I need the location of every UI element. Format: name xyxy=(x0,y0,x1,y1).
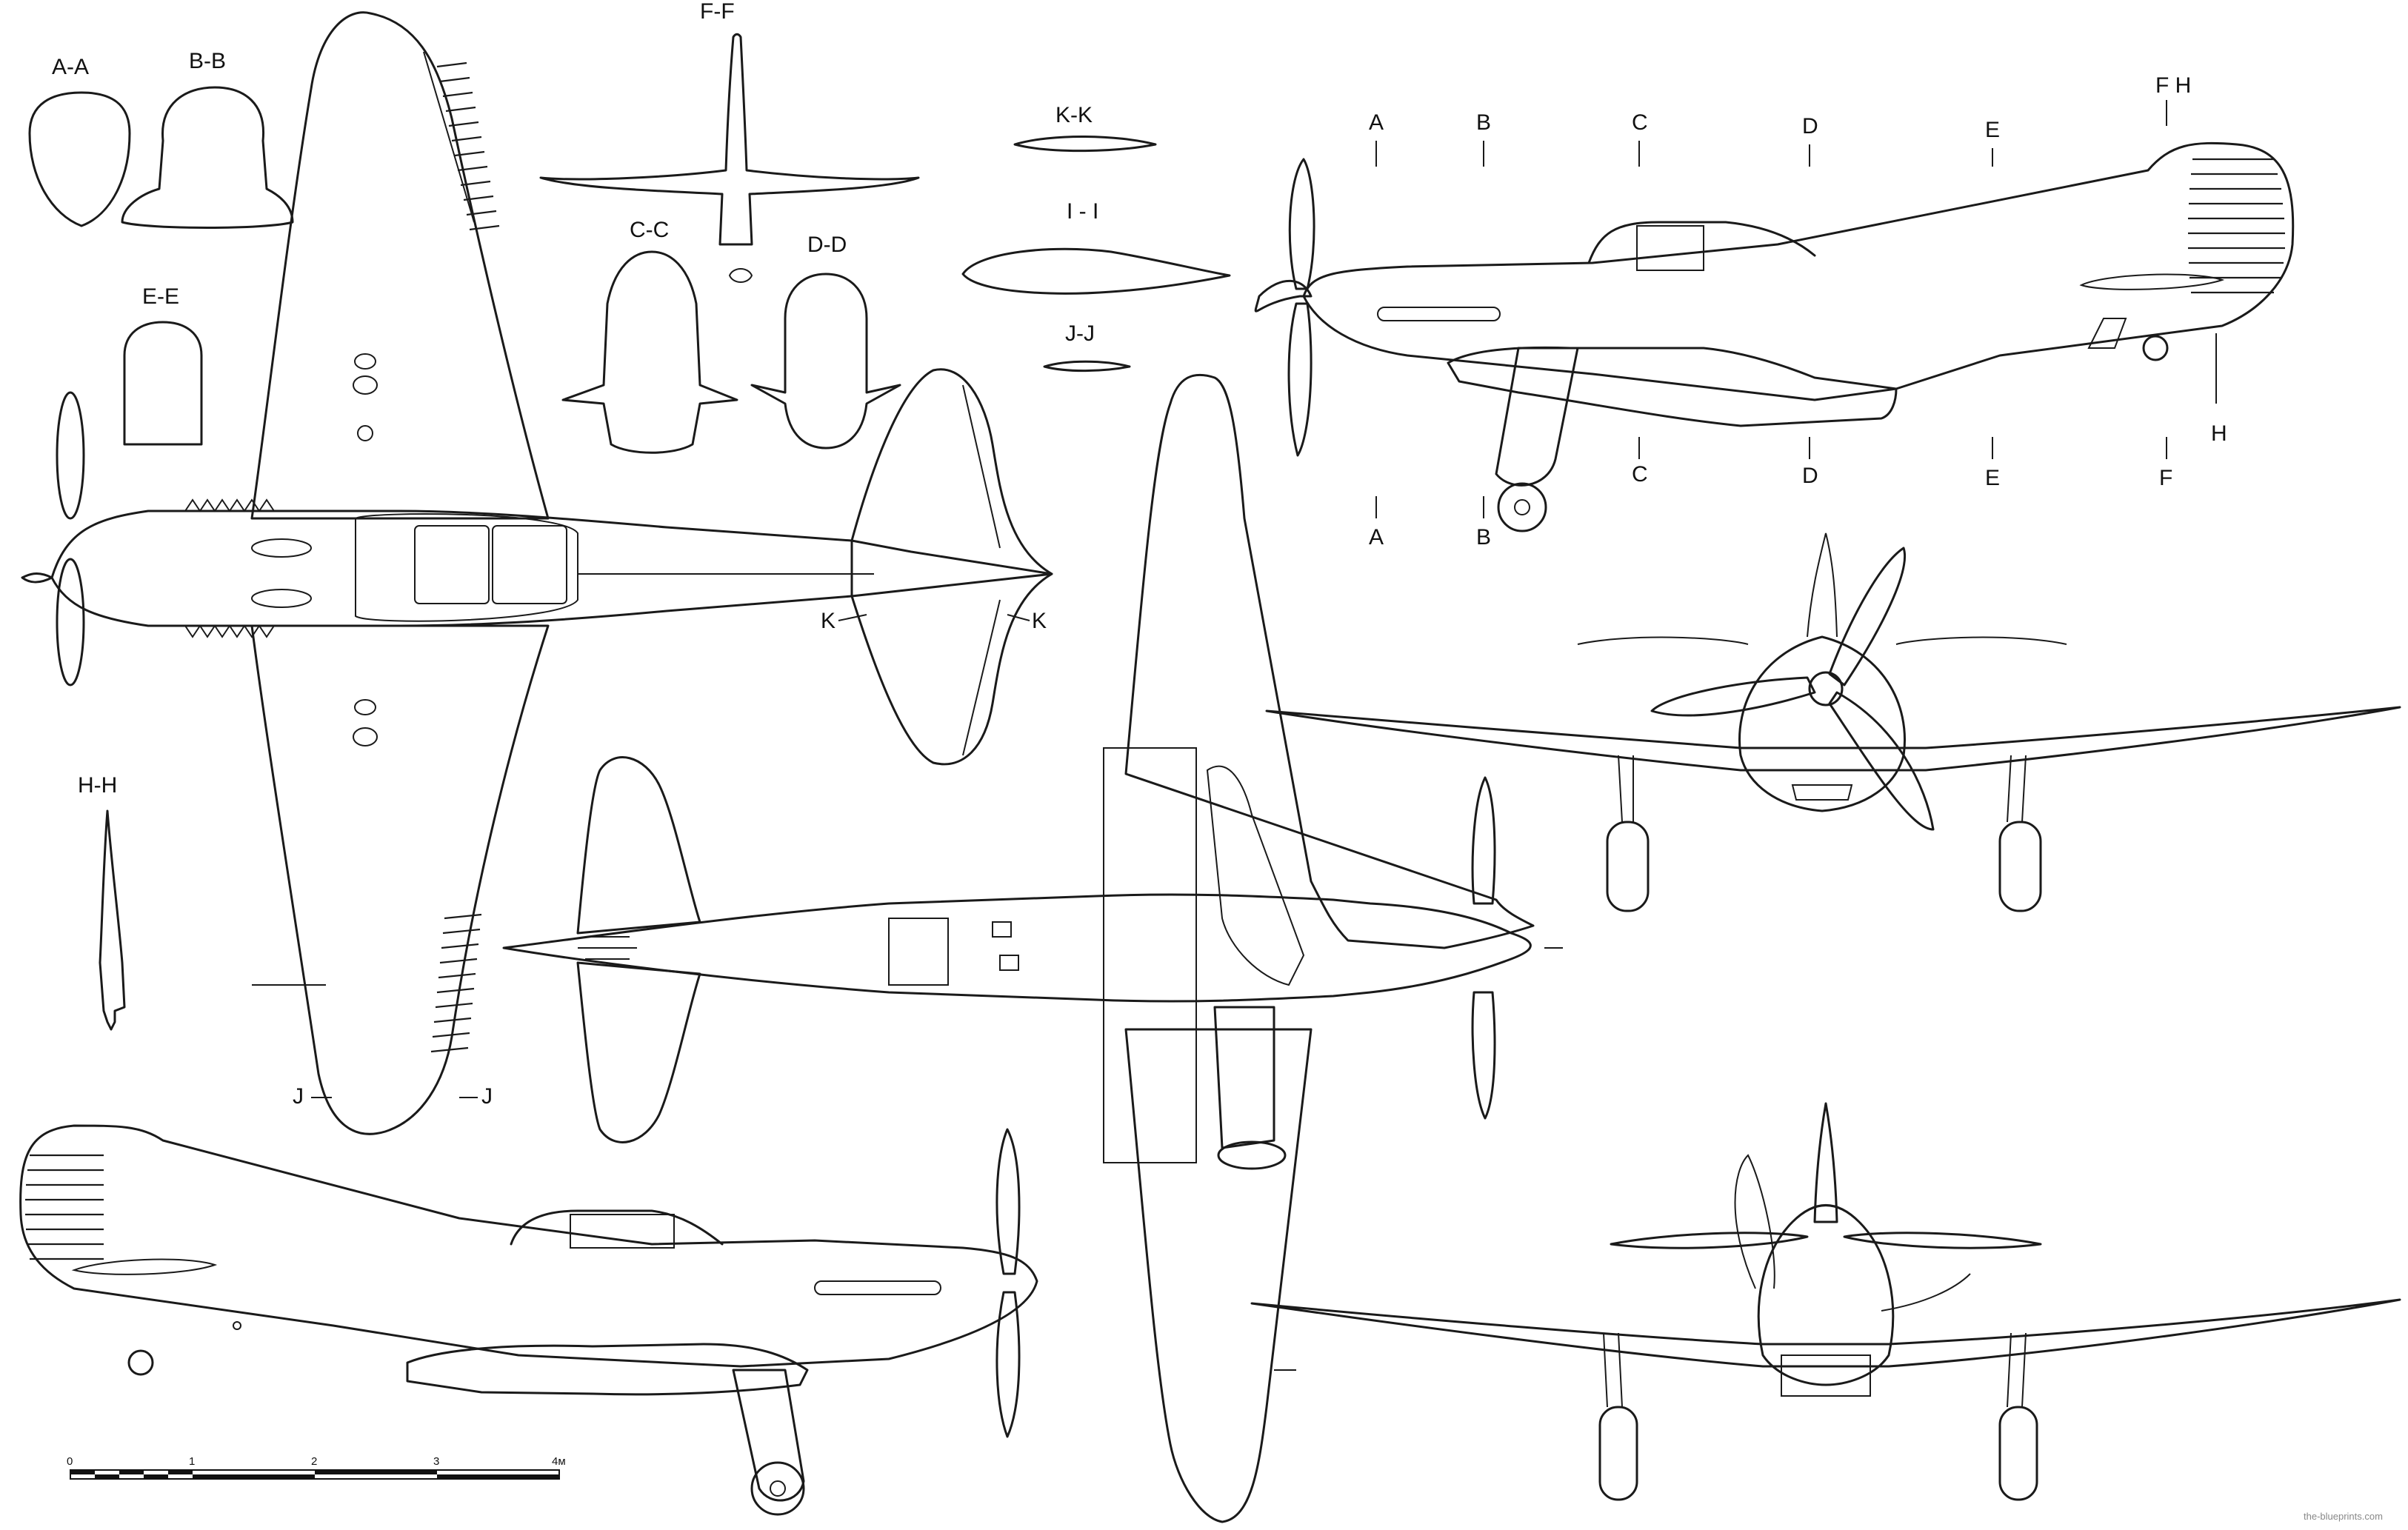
scale-tick-1: 1 xyxy=(189,1455,195,1468)
profile-f-f xyxy=(539,33,920,246)
marker-a-top: A xyxy=(1369,110,1384,135)
marker-j-left: J xyxy=(293,1084,304,1109)
scale-tick-0: 0 xyxy=(67,1455,73,1468)
profile-c-c xyxy=(561,250,738,454)
marker-j-right: J xyxy=(481,1084,493,1109)
marker-e-bottom: E xyxy=(1985,466,2000,490)
label-c-c: C-C xyxy=(630,218,669,242)
marker-b-bottom: B xyxy=(1476,525,1491,549)
profile-i-i xyxy=(961,247,1231,295)
profile-j-j xyxy=(1043,360,1131,373)
side-profile-left xyxy=(19,1124,1296,1516)
scale-tick-4: 4м xyxy=(552,1455,566,1468)
marker-k-right: K xyxy=(1032,609,1047,633)
label-j-j: J-J xyxy=(1065,321,1095,346)
label-a-a: A-A xyxy=(52,55,89,79)
label-f-f: F-F xyxy=(700,0,735,24)
profile-d-d xyxy=(750,273,901,450)
label-e-e: E-E xyxy=(142,284,179,309)
marker-b-top: B xyxy=(1476,110,1491,135)
scale-bar: 0 1 2 3 4м xyxy=(67,1455,566,1480)
marker-fh-top: F H xyxy=(2155,73,2191,98)
label-k-k: K-K xyxy=(1055,103,1093,127)
rear-view xyxy=(1250,1102,2401,1501)
profile-a-a xyxy=(28,91,131,227)
marker-c-bottom: C xyxy=(1632,462,1648,487)
marker-h-side: H xyxy=(2211,421,2227,446)
label-h-h: H-H xyxy=(78,773,117,798)
label-d-d: D-D xyxy=(807,233,847,257)
scale-tick-2: 2 xyxy=(311,1455,317,1468)
marker-c-top: C xyxy=(1632,110,1648,135)
scale-tick-3: 3 xyxy=(433,1455,439,1468)
label-i-i: I - I xyxy=(1067,199,1098,224)
profile-k-k xyxy=(1013,136,1157,153)
section-profiles: A-A B-B E-E F-F C-C D-D K-K I - I J-J H-… xyxy=(28,0,1231,1031)
marker-d-bottom: D xyxy=(1802,464,1818,488)
marker-f-bottom: F xyxy=(2159,466,2172,490)
label-b-b: B-B xyxy=(189,49,226,73)
marker-k-left: K xyxy=(821,609,836,633)
side-profile-right: A B C D E F H A B C D E F H xyxy=(1254,73,2295,549)
front-view xyxy=(1265,532,2401,912)
watermark: the-blueprints.com xyxy=(2304,1511,2383,1522)
marker-d-top: D xyxy=(1802,114,1818,138)
profile-e-e xyxy=(123,321,203,446)
marker-a-bottom: A xyxy=(1369,525,1384,549)
marker-e-top: E xyxy=(1985,118,2000,142)
plan-view-top: J J K K xyxy=(21,11,1053,1135)
profile-b-b xyxy=(121,86,294,229)
profile-h-h xyxy=(99,809,126,1031)
bottom-view xyxy=(502,373,1563,1523)
